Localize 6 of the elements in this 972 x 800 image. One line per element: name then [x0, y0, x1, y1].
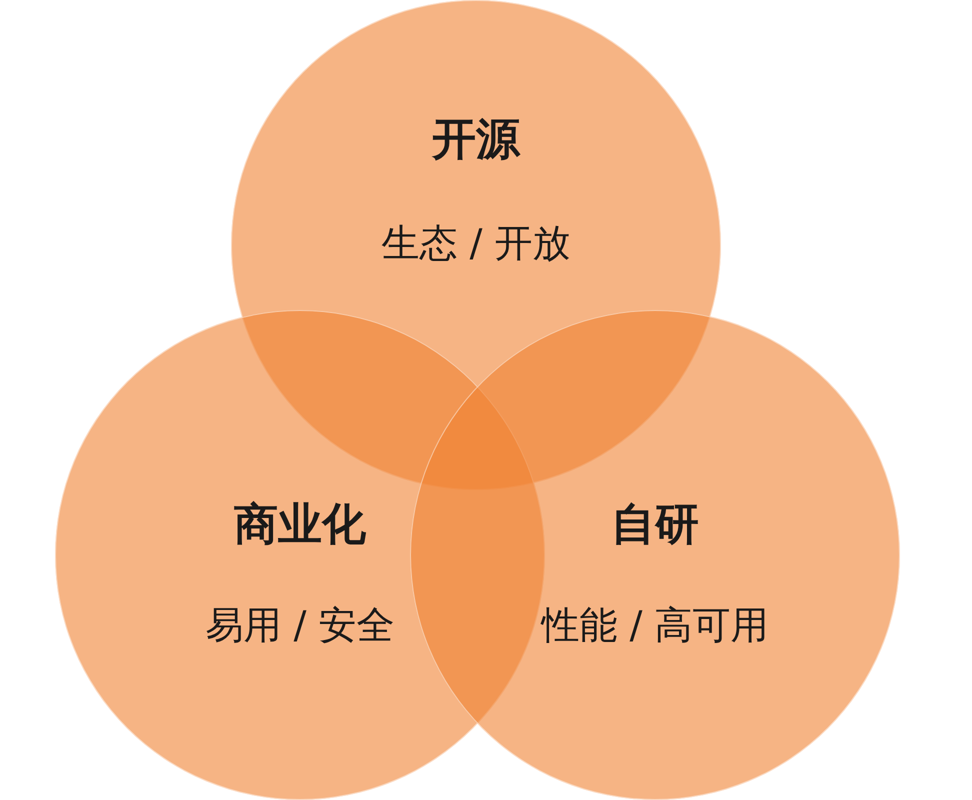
- circle-subtitle: 生态 / 开放: [382, 220, 570, 267]
- circle-subtitle: 性能 / 高可用: [542, 602, 768, 649]
- circle-subtitle: 易用 / 安全: [206, 602, 394, 649]
- circle-heading: 自研: [611, 498, 699, 552]
- circle-heading: 商业化: [234, 498, 366, 552]
- circle-heading: 开源: [432, 113, 520, 167]
